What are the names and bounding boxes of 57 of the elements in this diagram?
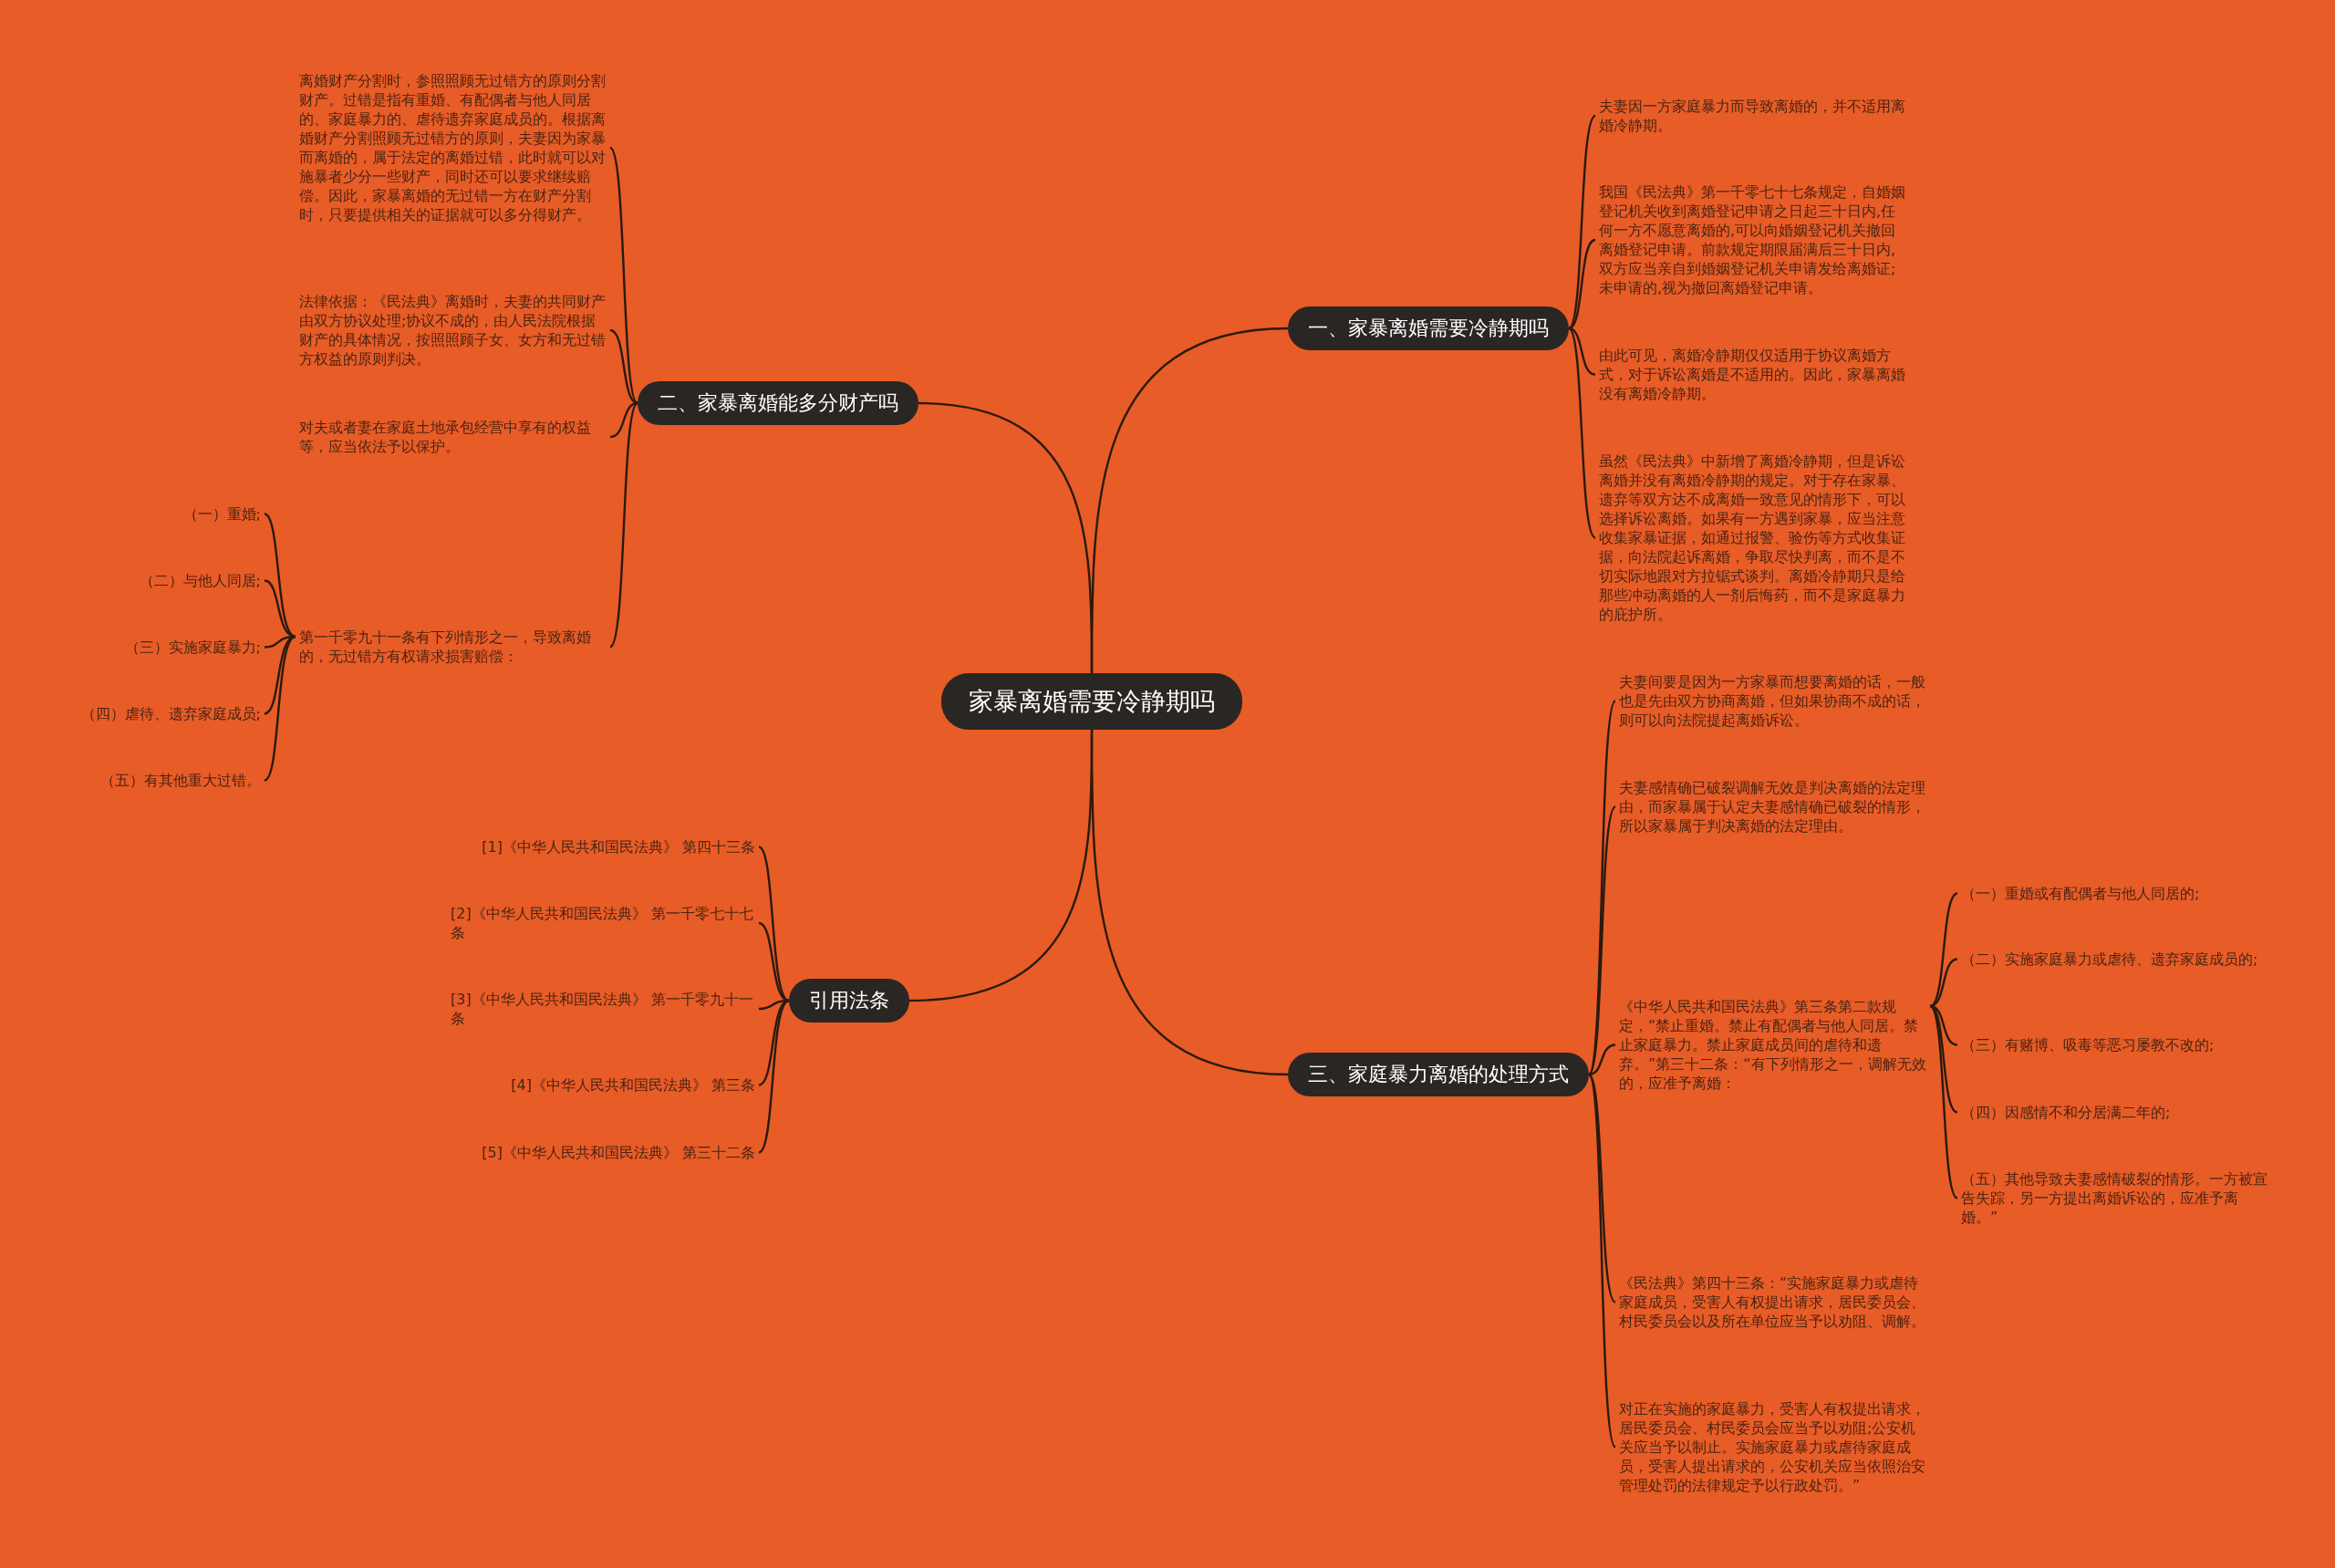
note-text: [1]《中华人民共和国民法典》 第四十三条: [447, 837, 759, 857]
note-text: （三）实施家庭暴力;: [55, 638, 265, 657]
note-text: 由此可见，离婚冷静期仅仅适用于协议离婚方式，对于诉讼离婚是不适用的。因此，家暴离婚没有离婚冷静期。: [1595, 346, 1910, 403]
note-text: [3]《中华人民共和国民法典》 第一千零九十一条: [447, 990, 759, 1028]
note-text: [2]《中华人民共和国民法典》 第一千零七十七条: [447, 904, 759, 942]
connector-line: [609, 402, 638, 648]
connector-line: [609, 147, 638, 404]
note-text: 法律依据：《民法典》离婚时，夫妻的共同财产由双方协议处理;协议不成的，由人民法院根据财产的具体情况，按照照顾子女、女方和无过错方权益的原则判决。: [296, 292, 610, 369]
note-text: [4]《中华人民共和国民法典》 第三条: [447, 1075, 759, 1095]
note-text: 对夫或者妻在家庭土地承包经营中享有的权益等，应当依法予以保护。: [296, 418, 610, 456]
note-text: （三）有赌博、吸毒等恶习屡教不改的;: [1957, 1035, 2272, 1054]
branch-topic: 一、家暴离婚需要冷静期吗: [1288, 306, 1569, 350]
connector-line: [758, 921, 790, 1002]
note-text: （四）因感情不和分居满二年的;: [1957, 1103, 2272, 1122]
connector-line: [1929, 892, 1958, 1008]
note-text: （五）有其他重大过错。: [55, 771, 265, 790]
connector-line: [918, 401, 1094, 673]
branch-topic: 引用法条: [789, 979, 909, 1023]
note-text: 夫妻因一方家庭暴力而导致离婚的，并不适用离婚冷静期。: [1595, 97, 1910, 135]
connector-line: [1588, 805, 1616, 1075]
note-text: （五）其他导致夫妻感情破裂的情形。一方被宣告失踪，另一方提出离婚诉讼的，应准予离婚。”: [1957, 1169, 2272, 1227]
connector-line: [1588, 1074, 1616, 1303]
central-topic: 家暴离婚需要冷静期吗: [941, 673, 1242, 730]
note-text: （二）与他人同居;: [55, 571, 265, 590]
note-text: （四）虐待、遗弃家庭成员;: [55, 704, 265, 723]
connector-line: [264, 636, 296, 782]
note-text: 《民法典》第四十三条：“实施家庭暴力或虐待家庭成员，受害人有权提出请求，居民委员会、村民委员会以及所在单位应当予以劝阻、调解。: [1615, 1273, 1930, 1331]
note-text: 我国《民法典》第一千零七十七条规定，自婚姻登记机关收到离婚登记申请之日起三十日内,任何一方不愿意离婚的,可以向婚姻登记机关撤回离婚登记申请。前款规定期限届满后三十日内,双方应当亲自到婚姻登记机关申请发给离婚证;未申请的,视为撤回离婚登记申请。: [1595, 182, 1910, 297]
connector-line: [1568, 115, 1596, 329]
note-text: 第一千零九十一条有下列情形之一，导致离婚的，无过错方有权请求损害赔偿：: [296, 628, 610, 666]
connector-line: [1568, 327, 1596, 539]
note-text: （二）实施家庭暴力或虐待、遗弃家庭成员的;: [1957, 950, 2272, 969]
connector-line: [1568, 327, 1596, 376]
connector-line: [758, 999, 790, 1086]
branch-topic: 二、家暴离婚能多分财产吗: [638, 381, 918, 425]
note-text: 《中华人民共和国民法典》第三条第二款规定，“禁止重婚。禁止有配偶者与他人同居。禁止家庭暴力。禁止家庭成员间的虐待和遗弃。”第三十二条：“有下列情形之一，调解无效的，应准予离婚：: [1615, 997, 1930, 1093]
note-text: 对正在实施的家庭暴力，受害人有权提出请求，居民委员会、村民委员会应当予以劝阻;公安机关应当予以制止。实施家庭暴力或虐待家庭成员，受害人提出请求的，公安机关应当依照治安管理处罚的法律规定予以行政处罚。”: [1615, 1399, 1930, 1495]
note-text: 虽然《民法典》中新增了离婚冷静期，但是诉讼离婚并没有离婚冷静期的规定。对于存在家暴、遗弃等双方达不成离婚一致意见的情形下，可以选择诉讼离婚。如果有一方遇到家暴，应当注意收集家暴证据，如通过报警、验伤等方式收集证据，向法院起诉离婚，争取尽快判离，而不是不切实际地跟对方拉锯式谈判。离婚冷静期只是给那些冲动离婚的人一剂后悔药，而不是家庭暴力的庇护所。: [1595, 452, 1910, 624]
note-text: 夫妻感情确已破裂调解无效是判决离婚的法定理由，而家暴属于认定夫妻感情确已破裂的情形，所以家暴属于判决离婚的法定理由。: [1615, 778, 1930, 836]
connector-line: [1090, 730, 1289, 1076]
connector-line: [264, 513, 296, 639]
connector-line: [1929, 1004, 1958, 1046]
branch-topic: 三、家庭暴力离婚的处理方式: [1288, 1053, 1589, 1096]
connector-line: [758, 1000, 790, 1154]
note-text: [5]《中华人民共和国民法典》 第三十二条: [447, 1143, 759, 1162]
connector-line: [609, 401, 638, 439]
connector-line: [1929, 1005, 1958, 1199]
connector-line: [609, 328, 638, 405]
note-text: （一）重婚;: [55, 504, 265, 524]
connector-line: [1587, 1074, 1617, 1449]
connector-line: [1929, 958, 1958, 1008]
connector-line: [264, 579, 296, 639]
note-text: 夫妻间要是因为一方家暴而想要离婚的话，一般也是先由双方协商离婚，但如果协商不成的话，则可以向法院提起离婚诉讼。: [1615, 672, 1930, 730]
connector-line: [1568, 238, 1596, 330]
note-text: （一）重婚或有配偶者与他人同居的;: [1957, 884, 2272, 903]
connector-line: [1588, 1044, 1616, 1076]
note-text: 离婚财产分割时，参照照顾无过错方的原则分割财产。过错是指有重婚、有配偶者与他人同居的、家庭暴力的、虐待遗弃家庭成员的。根据离婚财产分割照顾无过错方的原则，夫妻因为家暴而离婚的，属于法定的离婚过错，此时就可以对施暴者少分一些财产，同时还可以要求继续赔偿。因此，家暴离婚的无过错一方在财产分割时，只要提供相关的证据就可以多分得财产。: [296, 71, 610, 224]
